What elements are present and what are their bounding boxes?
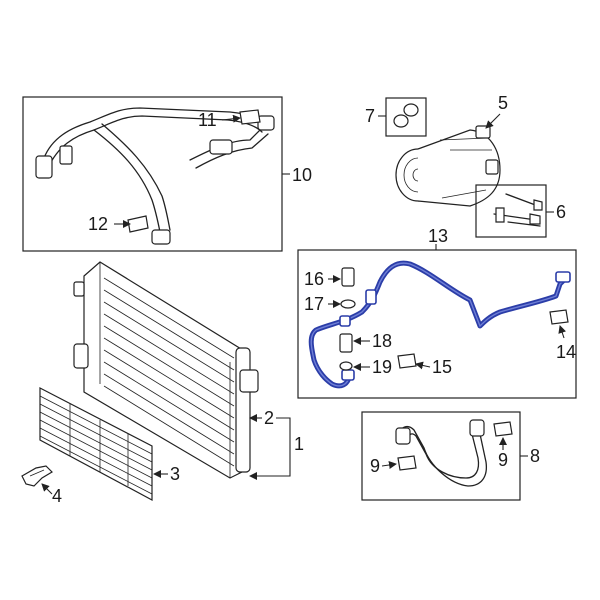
callout-18: 18 — [372, 331, 392, 351]
callout-14: 14 — [556, 342, 576, 362]
cap-set-illustration — [393, 103, 419, 128]
callout-6: 6 — [556, 202, 566, 222]
callout-12: 12 — [88, 214, 108, 234]
liquid-line-hose-highlighted — [308, 260, 571, 389]
suction-hose-illustration — [35, 107, 275, 245]
switch-and-oring-illustrations — [339, 267, 569, 371]
air-shield-illustration — [39, 387, 153, 502]
group-13-box — [297, 249, 577, 399]
callout-10: 10 — [292, 165, 312, 185]
callout-19: 19 — [372, 357, 392, 377]
bracket-illustration — [21, 465, 53, 487]
callout-5: 5 — [498, 93, 508, 113]
discharge-hose-illustration — [395, 419, 513, 487]
callout-2: 2 — [264, 408, 274, 428]
callout-16: 16 — [304, 269, 324, 289]
callout-11: 11 — [198, 110, 217, 130]
callout-9-right: 9 — [498, 450, 508, 470]
compressor-illustration — [395, 125, 501, 207]
callout-15: 15 — [432, 357, 452, 377]
callout-3: 3 — [170, 464, 180, 484]
callout-1: 1 — [294, 434, 304, 454]
callout-8: 8 — [530, 446, 540, 466]
caps-box — [385, 97, 427, 137]
callout-13: 13 — [428, 226, 448, 246]
bolts-box — [475, 184, 547, 238]
callout-9-left: 9 — [370, 456, 380, 476]
callout-17: 17 — [304, 294, 324, 314]
bolt-set-illustration — [493, 193, 543, 227]
callout-7: 7 — [365, 106, 375, 126]
callout-4: 4 — [52, 486, 62, 506]
condenser-illustration — [73, 261, 259, 479]
